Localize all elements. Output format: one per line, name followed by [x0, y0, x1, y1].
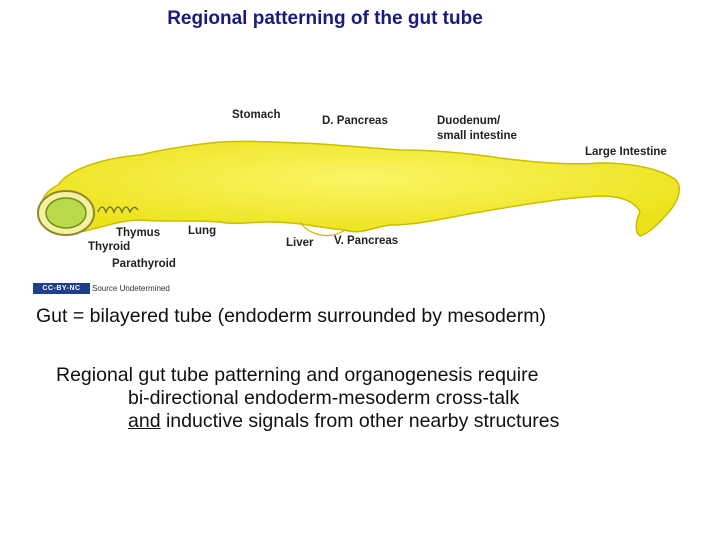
- label-lung: Lung: [188, 225, 217, 237]
- label-stomach: Stomach: [232, 109, 281, 121]
- label-parathyroid: Parathyroid: [112, 258, 176, 270]
- tube-opening: [45, 197, 87, 229]
- gut-tube-body: [40, 140, 680, 237]
- body-paragraph: Regional gut tube patterning and organog…: [56, 364, 559, 433]
- label-thymus: Thymus: [116, 227, 161, 239]
- paragraph-line-1: Regional gut tube patterning and organog…: [56, 364, 539, 386]
- label-thyroid: Thyroid: [88, 241, 131, 253]
- underlined-word: and: [128, 410, 161, 432]
- label-duodenum-line2: small intestine: [437, 130, 517, 142]
- source-attribution: Source Undetermined: [92, 284, 170, 293]
- gut-tube-diagram: [37, 140, 680, 237]
- paragraph-line-3: and inductive signals from other nearby …: [56, 410, 559, 433]
- paragraph-line-3-rest: inductive signals from other nearby stru…: [160, 410, 560, 432]
- label-liver: Liver: [286, 237, 314, 249]
- label-v-pancreas: V. Pancreas: [334, 235, 399, 247]
- statement-text: Gut = bilayered tube (endoderm surrounde…: [36, 305, 546, 327]
- cc-license-badge[interactable]: CC-BY-NC: [33, 283, 90, 294]
- label-duodenum-line1: Duodenum/: [437, 115, 501, 127]
- pharyngeal-pouches: [97, 206, 139, 214]
- slide-title: Regional patterning of the gut tube: [167, 8, 483, 29]
- label-large-intestine: Large Intestine: [585, 146, 667, 158]
- label-d-pancreas: D. Pancreas: [322, 115, 388, 127]
- paragraph-line-2: bi-directional endoderm-mesoderm cross-t…: [128, 387, 520, 409]
- liver-bud: [299, 221, 346, 237]
